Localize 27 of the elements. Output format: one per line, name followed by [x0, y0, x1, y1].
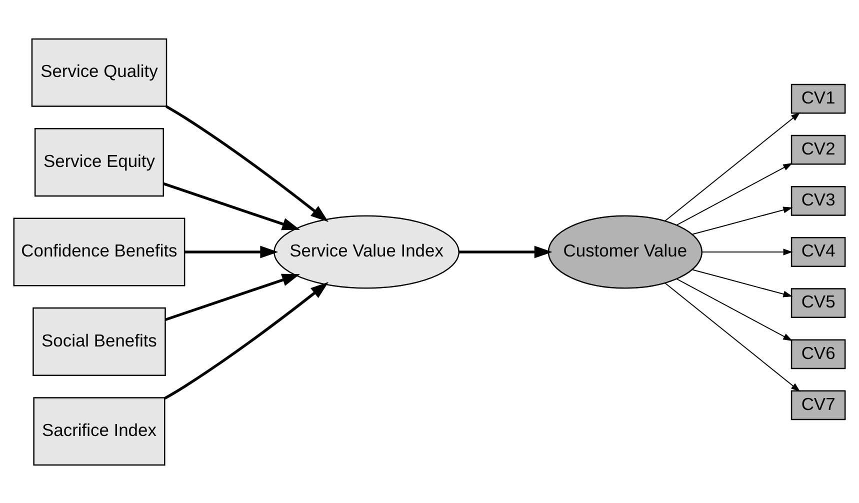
arrow — [676, 162, 793, 226]
arrow — [676, 278, 793, 341]
node-box: Service Quality — [31, 38, 168, 106]
arrow — [163, 182, 300, 230]
node-box: CV3 — [790, 185, 846, 216]
arrow — [692, 268, 793, 297]
arrow — [164, 273, 300, 321]
arrow — [184, 245, 278, 258]
arrow — [664, 282, 800, 392]
arrow — [164, 281, 329, 400]
node-box: Confidence Benefits — [13, 217, 186, 286]
node-box: Social Benefits — [32, 306, 166, 376]
node-ellipse: Service Value Index — [274, 214, 460, 288]
node-box: CV5 — [790, 288, 846, 318]
node-box: CV2 — [790, 134, 846, 164]
node-box: CV4 — [790, 236, 846, 266]
arrow — [692, 206, 793, 234]
arrow — [702, 248, 793, 255]
node-box: Service Equity — [34, 128, 164, 196]
node-box: CV7 — [790, 390, 846, 420]
node-box: CV1 — [790, 83, 846, 114]
node-box: CV6 — [790, 338, 846, 369]
arrow — [459, 245, 552, 258]
arrow — [664, 112, 800, 221]
arrow — [166, 104, 329, 222]
node-ellipse: Customer Value — [548, 214, 703, 288]
node-box: Sacrifice Index — [33, 396, 166, 466]
